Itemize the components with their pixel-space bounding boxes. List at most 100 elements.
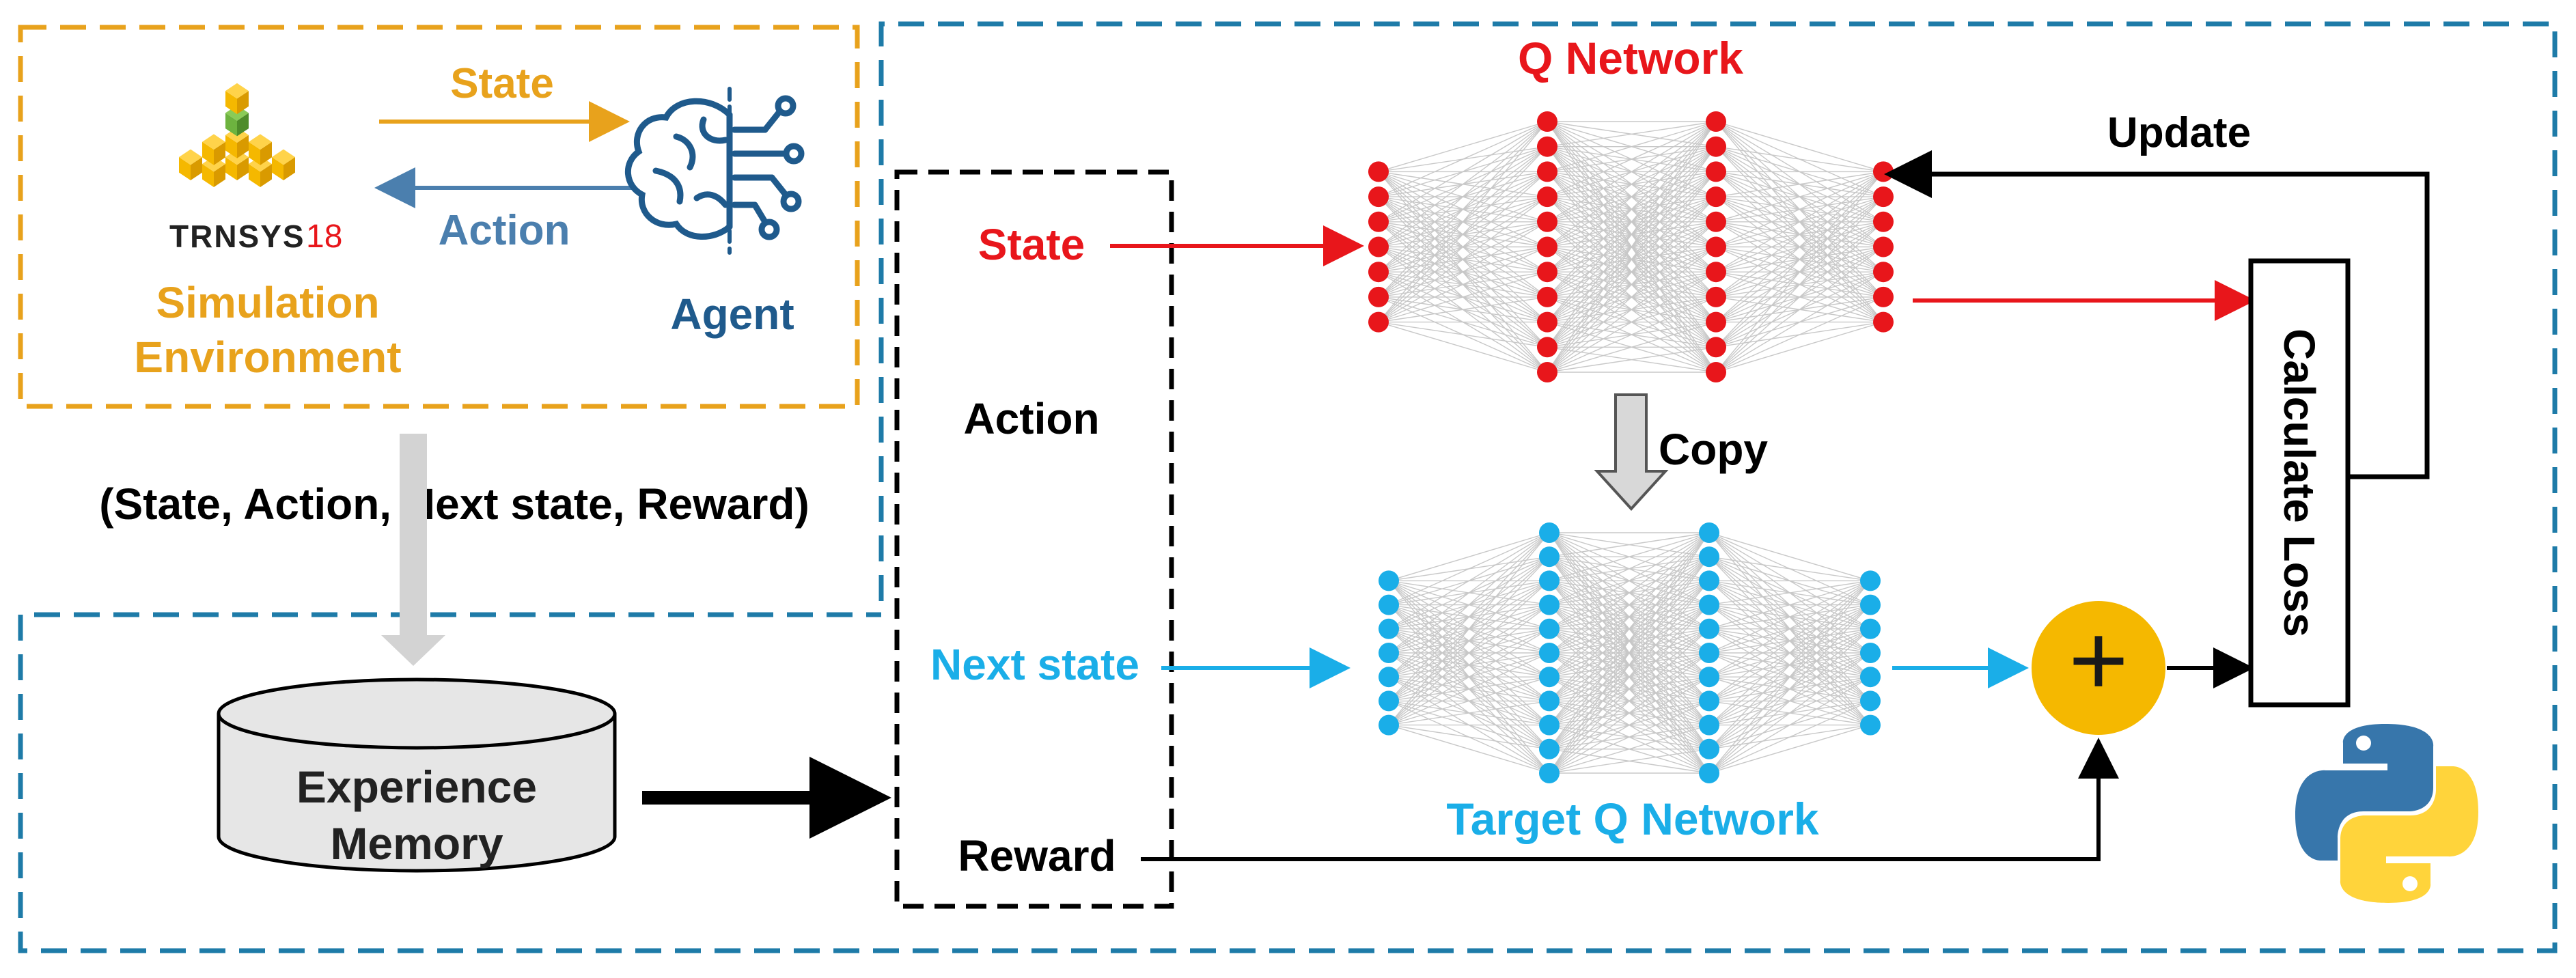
- target-q-network-graph: [1379, 522, 1881, 783]
- trnsys-cube-face: [214, 164, 225, 187]
- target-q-network-node-layer-3: [1699, 618, 1719, 639]
- q-network-edge: [1378, 121, 1548, 248]
- target-q-network-edge: [1388, 532, 1550, 701]
- trnsys-cube-face: [237, 157, 249, 180]
- trnsys-cube-face: [272, 157, 283, 180]
- batch-reward-label: Reward: [958, 831, 1116, 880]
- target-q-network-edge: [1388, 700, 1550, 726]
- q-network-node-layer-3: [1706, 337, 1726, 358]
- q-network-edge: [1715, 171, 1884, 248]
- target-q-network-edge: [1388, 532, 1550, 677]
- target-q-network-edge: [1388, 556, 1550, 726]
- target-q-network-edge: [1708, 580, 1871, 606]
- q-network-node-layer-2: [1537, 161, 1557, 182]
- q-network-edge: [1378, 121, 1548, 173]
- transition-tuple-label: (State, Action, Next state, Reward): [99, 479, 809, 529]
- target-q-network-node-layer-2: [1539, 643, 1560, 663]
- q-network-node-layer-1: [1368, 311, 1389, 333]
- q-network-edge: [1715, 171, 1884, 223]
- target-q-network-edge: [1388, 532, 1550, 630]
- q-network-edge: [1547, 296, 1717, 373]
- target-q-network-edge: [1549, 532, 1710, 774]
- target-q-network-edge: [1549, 652, 1710, 774]
- env-state-label: State: [450, 60, 554, 107]
- trnsys-cube-face: [179, 149, 202, 165]
- training-frame: [18, 21, 2558, 953]
- trnsys-cube-face: [191, 157, 202, 180]
- target-q-network-node-layer-3: [1699, 690, 1719, 712]
- batch-action-label: Action: [963, 394, 1099, 443]
- target-q-network-edge: [1549, 628, 1710, 774]
- q-network-edge: [1378, 321, 1548, 373]
- q-network-edge: [1715, 271, 1884, 373]
- q-network-node-layer-1: [1368, 286, 1389, 307]
- target-q-network-edge: [1708, 580, 1871, 630]
- q-network-edge: [1715, 171, 1884, 323]
- q-network-edge: [1715, 246, 1884, 373]
- target-q-network-node-layer-1: [1379, 667, 1399, 688]
- q-network-edge: [1378, 246, 1548, 323]
- trnsys-cube-face: [272, 149, 295, 165]
- sum-operator-circle: [2032, 601, 2165, 735]
- q-network-edge: [1547, 196, 1717, 373]
- target-q-network-edge: [1708, 580, 1871, 750]
- q-network-edge: [1547, 146, 1717, 373]
- trnsys-cube-face: [237, 135, 249, 158]
- reward-to-plus-arrow: [1141, 738, 2119, 861]
- q-network-node-layer-3: [1706, 262, 1726, 283]
- target-q-network-node-layer-3: [1699, 546, 1719, 568]
- target-q-network-node-layer-1: [1379, 643, 1399, 663]
- experience-memory-line2: Memory: [330, 818, 503, 869]
- q-network-edge: [1547, 221, 1717, 373]
- q-network-node-layer-2: [1537, 362, 1557, 382]
- update-label: Update: [2107, 109, 2251, 156]
- trnsys-cube-face: [202, 141, 214, 165]
- q-network-edge: [1547, 321, 1717, 373]
- trnsys-cube-face: [260, 164, 272, 187]
- q-network-node-layer-1: [1368, 236, 1389, 257]
- target-q-network-node-layer-1: [1379, 570, 1399, 591]
- q-network-node-layer-3: [1706, 136, 1726, 157]
- q-network-node-layer-4: [1873, 186, 1894, 208]
- q-network-edge: [1547, 121, 1717, 273]
- q-network-node-layer-2: [1537, 311, 1557, 333]
- target-q-network-node-layer-3: [1699, 738, 1719, 759]
- target-q-network-edge: [1708, 604, 1871, 774]
- q-network-node-layer-4: [1873, 286, 1894, 307]
- trnsys-cube-face: [283, 157, 295, 180]
- target-q-network-edge: [1708, 676, 1871, 774]
- transition-down-arrow: [381, 434, 445, 666]
- sampled-batch-frame: [894, 169, 1174, 909]
- target-q-network-edge: [1708, 580, 1871, 701]
- calculate-loss-box: [2248, 258, 2351, 708]
- target-q-network-edge: [1549, 604, 1710, 774]
- target-q-network-node-layer-2: [1539, 618, 1560, 639]
- target-q-network-node-layer-4: [1860, 714, 1881, 736]
- q-network-edge: [1547, 121, 1717, 248]
- q-network-title: Q Network: [1518, 33, 1743, 83]
- simulation-environment-frame: [18, 25, 860, 409]
- q-network-edge: [1547, 271, 1717, 373]
- agent-action-label: Action: [439, 207, 570, 254]
- target-q-network-node-layer-3: [1699, 594, 1719, 615]
- q-network-node-layer-1: [1368, 262, 1389, 283]
- target-q-network-node-layer-1: [1379, 714, 1399, 736]
- target-q-network-edge: [1708, 580, 1871, 774]
- q-network-node-layer-2: [1537, 211, 1557, 232]
- trnsys-cube-face: [179, 157, 191, 180]
- experience-memory-line1: Experience: [296, 762, 537, 812]
- trnsys-cube-face: [249, 164, 260, 187]
- q-network-node-layer-4: [1873, 262, 1894, 283]
- q-network-node-layer-3: [1706, 286, 1726, 307]
- q-network-edge: [1378, 121, 1548, 223]
- q-network-edge: [1715, 171, 1884, 348]
- q-network-edge: [1378, 121, 1548, 197]
- target-q-network-node-layer-4: [1860, 594, 1881, 615]
- target-q-network-edge: [1388, 532, 1550, 654]
- target-q-network-edge: [1708, 628, 1871, 774]
- q-network-node-layer-3: [1706, 236, 1726, 257]
- target-q-network-node-layer-2: [1539, 546, 1560, 568]
- q-network-edge: [1547, 121, 1717, 373]
- target-q-network-node-layer-2: [1539, 667, 1560, 688]
- agent-label: Agent: [670, 290, 794, 339]
